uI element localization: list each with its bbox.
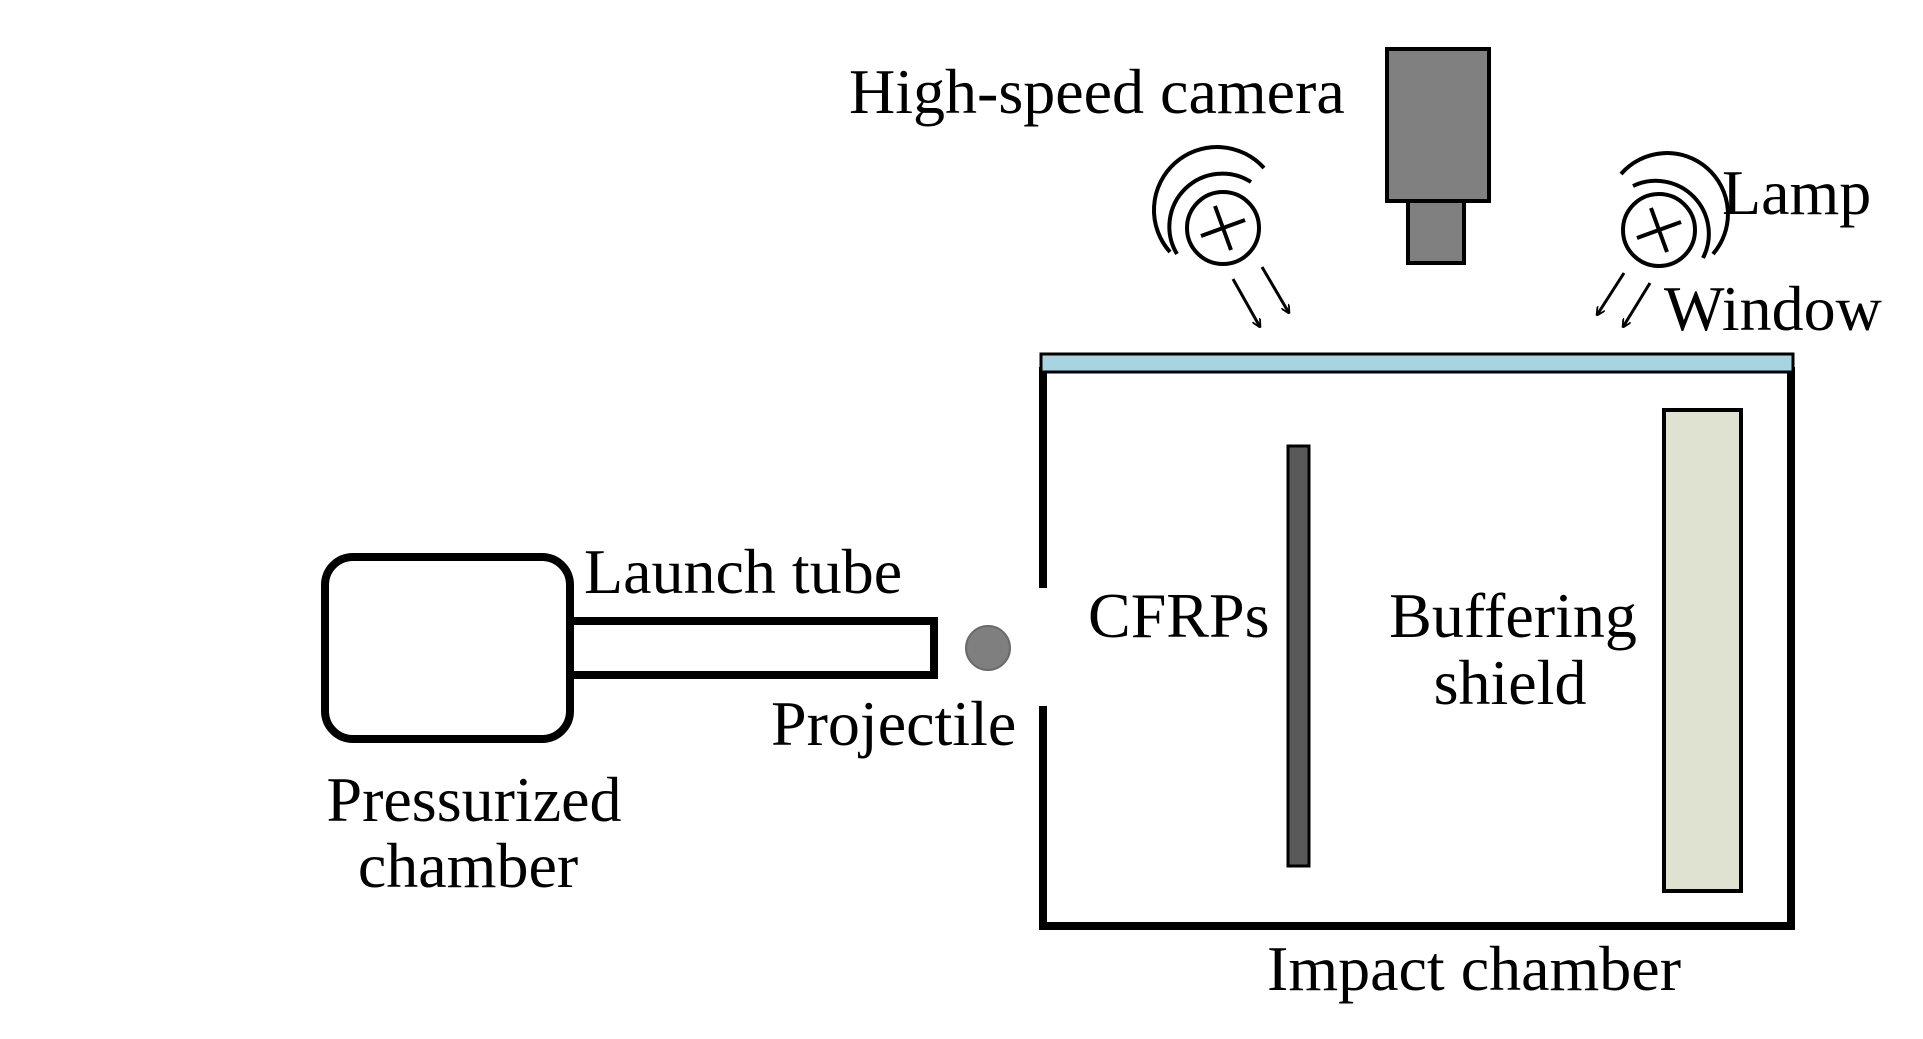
lamp-right-reflector — [1632, 178, 1711, 259]
buffering-shield — [1662, 408, 1743, 893]
launch-tube — [566, 617, 938, 679]
projectile-label: Projectile — [771, 688, 1016, 759]
cfrps-label: CFRPs — [1088, 580, 1269, 651]
high-speed-camera — [1385, 47, 1491, 265]
cfrp-plate — [1286, 444, 1311, 868]
observation-window — [1039, 352, 1795, 374]
lamp-left-reflector — [1167, 171, 1253, 256]
lamp-label: Lamp — [1722, 157, 1871, 228]
window-label: Window — [1664, 273, 1882, 344]
pressurized-chamber — [321, 553, 574, 743]
camera-lens — [1406, 199, 1466, 265]
lamp-right — [1597, 151, 1730, 327]
impact-chamber-wall — [1039, 367, 1795, 930]
pressurized-chamber-label-line1: Pressurized — [326, 764, 621, 835]
launch-tube-label: Launch tube — [584, 536, 902, 607]
camera-body — [1385, 47, 1491, 203]
impact-chamber — [1039, 352, 1795, 930]
lamp-right-light-arrow — [1623, 282, 1652, 327]
lamp-left-light-arrow — [1231, 278, 1260, 327]
impact-chamber-label: Impact chamber — [1267, 933, 1681, 1004]
buffering-shield-label-line1: Buffering — [1389, 580, 1637, 651]
projectile — [965, 625, 1011, 671]
lamp-left-light-arrow — [1260, 266, 1289, 313]
pressurized-chamber-label-line2: chamber — [358, 830, 578, 901]
lamp-left — [1151, 144, 1289, 327]
buffering-shield-label-line2: shield — [1434, 647, 1587, 718]
lamp-right-light-arrow — [1597, 272, 1626, 315]
camera-label: High-speed camera — [849, 56, 1345, 127]
